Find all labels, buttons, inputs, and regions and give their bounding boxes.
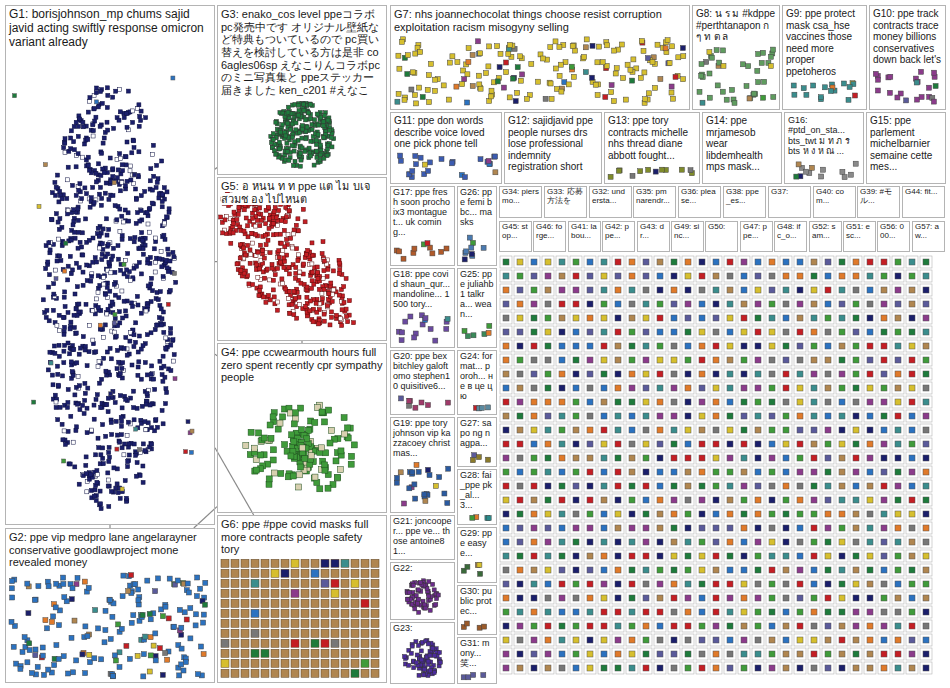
graph-canvas: G1: borisjohnson_mp chums sajid javid ac… [0,0,950,688]
